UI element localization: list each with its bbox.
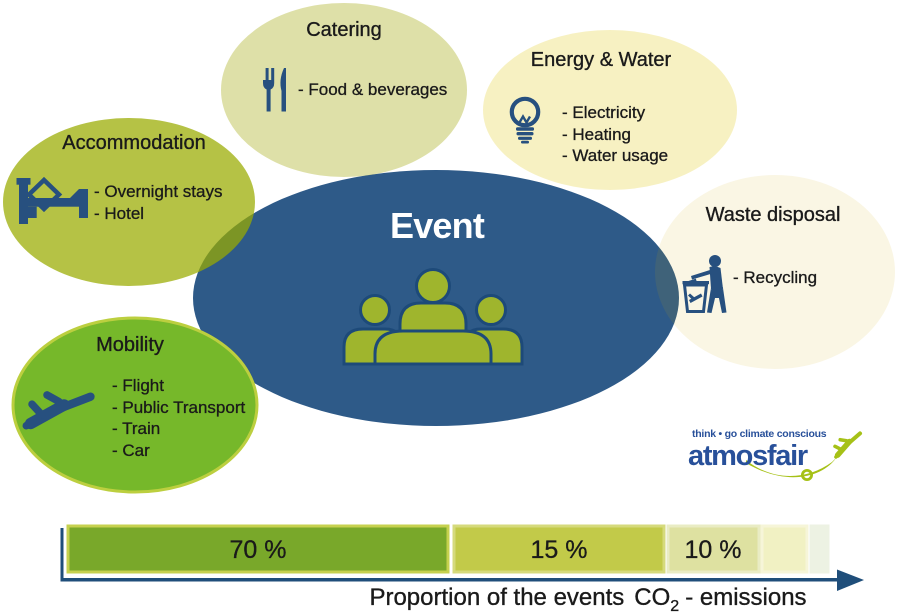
catering-title: Catering xyxy=(306,19,382,41)
logo-tagline: think • go climate conscious xyxy=(692,428,827,440)
accommodation-item: - Hotel xyxy=(94,203,145,223)
bar-label-15: 15 % xyxy=(530,536,588,564)
energy-water-ellipse xyxy=(483,30,737,190)
bar-segment-70 xyxy=(66,524,450,574)
mobility-item: - Flight xyxy=(112,376,164,395)
catering-ellipse xyxy=(221,3,467,177)
axis-label-text: Proportion of the events xyxy=(369,584,625,611)
axis-label-sub: 2 xyxy=(670,597,680,613)
energy-item: - Water usage xyxy=(562,146,669,165)
event-title: Event xyxy=(389,205,485,246)
bar-label-10: 10 % xyxy=(684,536,742,564)
logo-plane-icon xyxy=(833,431,863,459)
catering-item: - Food & beverages xyxy=(298,80,448,99)
bed-icon xyxy=(16,176,88,224)
mobility-item: - Train xyxy=(112,419,161,438)
axis-label: Proportion of the events CO2 - emissions xyxy=(369,584,806,613)
bar-segment-5 xyxy=(809,524,830,574)
mobility-item: - Public Transport xyxy=(112,397,246,417)
energy-item: - Electricity xyxy=(562,103,646,122)
fork-knife-icon xyxy=(263,68,286,112)
bar-axis xyxy=(60,528,864,591)
accommodation-item: - Overnight stays xyxy=(94,182,223,201)
people-group-icon xyxy=(342,268,524,366)
energy-water-items: - Electricity - Heating - Water usage xyxy=(562,102,668,167)
mobility-title: Mobility xyxy=(96,334,164,356)
light-bulb-icon xyxy=(509,96,541,144)
bar-label-70: 70 % xyxy=(229,536,287,564)
bar-segment-15 xyxy=(452,524,666,574)
airplane-icon xyxy=(22,391,95,430)
waste-disposal-title: Waste disposal xyxy=(705,204,841,226)
mobility-item: - Car xyxy=(112,440,150,460)
waste-disposal-ellipse xyxy=(655,175,895,369)
waste-disposal-items: - Recycling xyxy=(733,267,817,289)
bar-segments xyxy=(66,524,830,574)
mobility-ellipse xyxy=(11,316,259,494)
catering-items: - Food & beverages xyxy=(298,79,448,101)
energy-water-title: Energy & Water xyxy=(530,49,672,71)
logo-swoosh xyxy=(746,431,863,481)
axis-label-co: CO xyxy=(634,584,671,611)
person-recycling-icon xyxy=(682,255,727,313)
accommodation-title: Accommodation xyxy=(62,132,206,154)
accommodation-ellipse xyxy=(3,118,255,286)
accommodation-items: - Overnight stays - Hotel xyxy=(94,181,223,224)
bar-segment-10 xyxy=(666,524,761,574)
mobility-items: - Flight - Public Transport - Train - Ca… xyxy=(112,375,246,461)
axis-label-post: - emissions xyxy=(685,584,807,611)
energy-item: - Heating xyxy=(562,124,631,144)
bar-segment-4 xyxy=(760,524,809,574)
waste-item: - Recycling xyxy=(733,268,818,287)
logo-brand: atmosfair xyxy=(688,440,808,472)
